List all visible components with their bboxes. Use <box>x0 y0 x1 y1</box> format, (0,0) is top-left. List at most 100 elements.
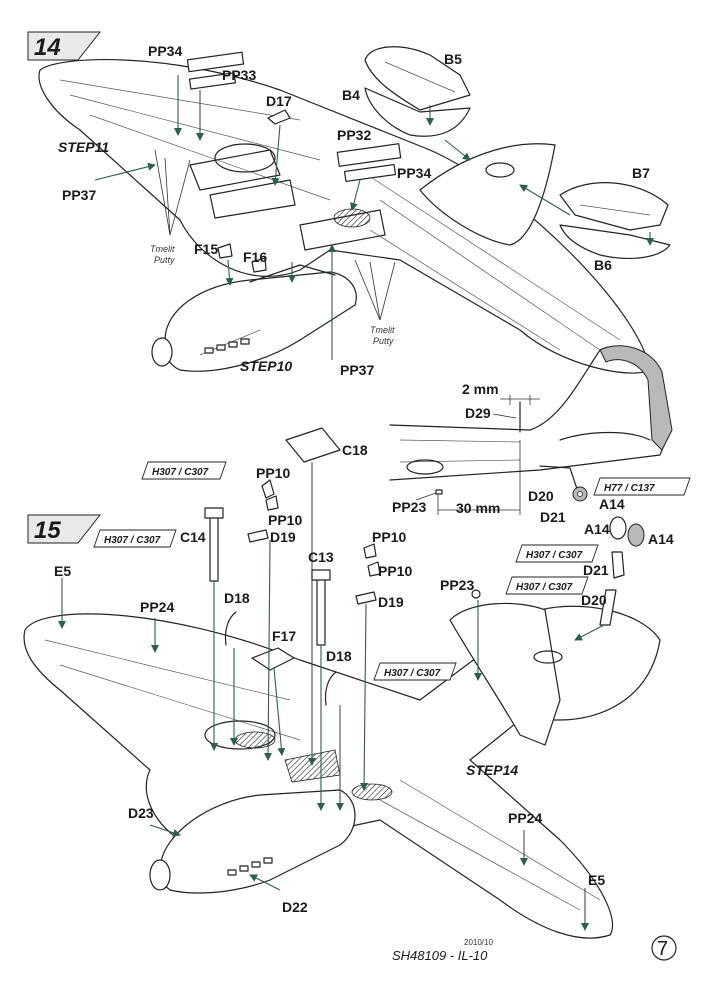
label-b4: B4 <box>342 87 360 103</box>
part-d19-a <box>247 529 269 543</box>
label-pp24-right: PP24 <box>508 810 542 826</box>
label-pp37-bottom: PP37 <box>340 362 374 378</box>
step-14-banner: 14 <box>27 31 102 61</box>
putty-note-right-1: Tmelit <box>370 325 395 335</box>
label-c14: C14 <box>180 529 206 545</box>
label-pp10-a: PP10 <box>256 465 290 481</box>
paint-callout-2: H307 / C307 <box>93 529 177 548</box>
part-d19-b <box>355 591 377 605</box>
label-e5-left: E5 <box>54 563 71 579</box>
label-d17: D17 <box>266 93 292 109</box>
label-a14-tail: A14 <box>599 496 625 512</box>
svg-text:H307 / C307: H307 / C307 <box>152 467 209 478</box>
arrow-b7 <box>519 184 571 216</box>
paint-callout-1: H307 / C307 <box>141 461 227 480</box>
arrow-d23 <box>149 824 181 837</box>
part-pp10-c <box>363 543 377 559</box>
paint-callout-4: H307 / C307 <box>505 576 589 595</box>
part-pp32-plate <box>336 143 402 167</box>
part-b5 <box>364 46 471 111</box>
label-d22: D22 <box>282 899 308 915</box>
footer-date: 2010/10 <box>464 938 493 947</box>
svg-text:H307 / C307: H307 / C307 <box>516 582 573 593</box>
label-step10: STEP10 <box>240 358 292 374</box>
label-d19-b: D19 <box>378 594 404 610</box>
part-pp10-d <box>367 561 381 577</box>
part-c13 <box>311 569 331 646</box>
label-d23: D23 <box>128 805 154 821</box>
label-d19-a: D19 <box>270 529 296 545</box>
step-14-number: 14 <box>34 34 61 61</box>
part-a14-a <box>609 516 627 540</box>
part-pp10-a <box>261 479 275 499</box>
part-pp34-plate <box>186 51 245 73</box>
arrow-b5 <box>444 139 471 161</box>
arrow-d19-a <box>264 539 273 761</box>
label-pp34-mid: PP34 <box>397 165 431 181</box>
part-b4 <box>364 87 471 137</box>
svg-text:H77 / C137: H77 / C137 <box>604 483 655 494</box>
label-d18-a: D18 <box>224 590 250 606</box>
part-c18 <box>285 427 341 463</box>
label-d20-tail: D20 <box>528 488 554 504</box>
label-d18-b: D18 <box>326 648 352 664</box>
arrow-d19-b <box>360 603 369 791</box>
putty-note-left-1: Tmelit <box>150 244 175 254</box>
part-pp33-plate <box>188 72 237 90</box>
label-d29: D29 <box>465 405 491 421</box>
part-c14 <box>204 507 224 582</box>
label-c13: C13 <box>308 549 334 565</box>
label-pp23-tail: PP23 <box>392 499 426 515</box>
label-pp10-c: PP10 <box>372 529 406 545</box>
arrow-f17 <box>273 667 286 756</box>
label-step14: STEP14 <box>466 762 518 778</box>
label-pp24-left: PP24 <box>140 599 174 615</box>
label-pp10-b: PP10 <box>268 512 302 528</box>
label-a14-a: A14 <box>584 521 610 537</box>
step-15-number: 15 <box>34 517 61 544</box>
svg-text:H307 / C307: H307 / C307 <box>104 535 161 546</box>
part-a14-b <box>627 523 645 547</box>
arrow-pp37-left <box>94 162 156 181</box>
arrow-f15 <box>225 259 234 286</box>
exhaust-stacks <box>204 338 250 354</box>
label-d21-tail: D21 <box>540 509 566 525</box>
label-pp33: PP33 <box>222 67 256 83</box>
part-pp34-plate-2 <box>343 163 397 183</box>
label-f16: F16 <box>243 249 267 265</box>
label-a14-b: A14 <box>648 531 674 547</box>
part-d17 <box>267 109 291 125</box>
svg-text:7: 7 <box>657 938 668 960</box>
step-14-aircraft <box>38 59 651 374</box>
label-pp37-left: PP37 <box>62 187 96 203</box>
label-pp32: PP32 <box>337 127 371 143</box>
part-pp23-top <box>471 589 481 599</box>
part-pp10-b <box>265 495 279 511</box>
label-pp23-top: PP23 <box>440 577 474 593</box>
part-f15 <box>217 243 233 259</box>
arrow-d17 <box>271 124 281 186</box>
label-b7: B7 <box>632 165 650 181</box>
part-d18-a <box>224 611 237 646</box>
label-e5-right: E5 <box>588 872 605 888</box>
arrow-pp32 <box>349 179 361 211</box>
step-15-banner: 15 <box>27 514 102 544</box>
svg-text:H307 / C307: H307 / C307 <box>384 668 441 679</box>
label-b5: B5 <box>444 51 462 67</box>
part-b6 <box>559 224 671 260</box>
arrow-tailwheel <box>574 624 605 641</box>
label-f15: F15 <box>194 241 218 257</box>
label-pp10-d: PP10 <box>378 563 412 579</box>
label-pp34-top: PP34 <box>148 43 182 59</box>
exhaust-stacks-15 <box>227 857 273 876</box>
label-c18: C18 <box>342 442 368 458</box>
label-b6: B6 <box>594 257 612 273</box>
tail-detail <box>389 345 673 515</box>
putty-note-left-2: Putty <box>154 255 175 265</box>
page-number: 7 <box>651 935 677 961</box>
part-b7 <box>559 182 669 231</box>
part-f16 <box>251 257 267 273</box>
footer-code: SH48109 - IL-10 <box>392 948 488 963</box>
svg-text:H307 / C307: H307 / C307 <box>526 550 583 561</box>
